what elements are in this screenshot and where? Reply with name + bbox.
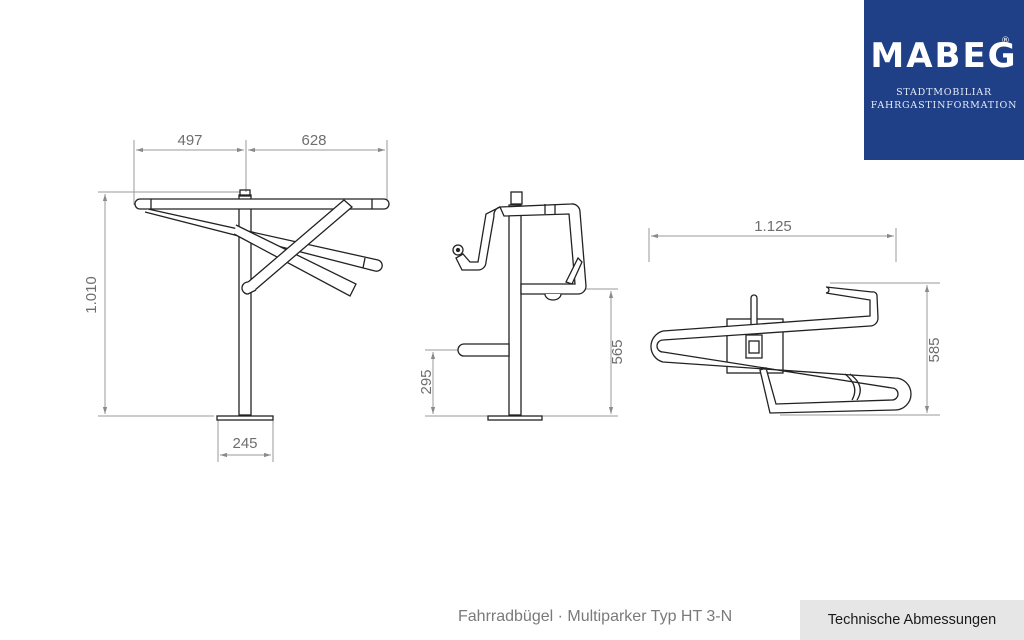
- technical-drawing: 497 628 1.010 245 295 565: [83, 132, 943, 462]
- top-dimension-lines: [648, 228, 940, 416]
- side-view-labels: 295 565: [418, 339, 626, 394]
- registered-mark: ®: [1001, 36, 1010, 46]
- mabeg-logo: MABEG ® STADTMOBILIAR FAHRGASTINFORMATIO…: [864, 0, 1024, 160]
- dim-height: 1.010: [83, 276, 100, 314]
- front-view-labels: 497 628 1.010 245: [83, 132, 327, 452]
- logo-tagline-2: FAHRGASTINFORMATION: [870, 100, 1018, 111]
- dim-upper-holder-height: 565: [609, 339, 626, 364]
- side-view: [425, 191, 618, 421]
- dim-depth: 585: [926, 337, 943, 362]
- dim-lower-holder-height: 295: [418, 369, 435, 394]
- dim-total-width: 1.125: [754, 218, 792, 235]
- logo-brand: MABEG: [870, 36, 1018, 76]
- front-dimension-lines: [98, 140, 388, 462]
- dim-right-width: 628: [301, 132, 326, 149]
- top-view: [648, 228, 940, 416]
- side-dimension-lines: [425, 288, 618, 417]
- logo-tagline-1: STADTMOBILIAR: [896, 87, 992, 98]
- product-title: Fahrradbügel · Multiparker Typ HT 3-N: [458, 608, 733, 625]
- dim-left-width: 497: [177, 132, 202, 149]
- section-tab-technical-dimensions[interactable]: Technische Abmessungen: [800, 600, 1024, 640]
- front-view: [98, 140, 390, 462]
- dim-base-width: 245: [232, 435, 257, 452]
- top-view-labels: 1.125 585: [754, 218, 943, 363]
